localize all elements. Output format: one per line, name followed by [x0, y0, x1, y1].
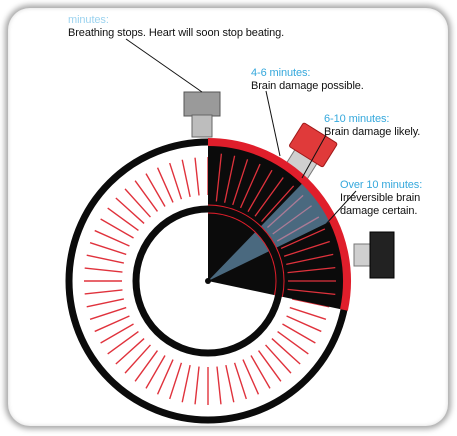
- caption-heading: Over 10 minutes:: [340, 179, 422, 192]
- caption-text: Irreversible brain: [340, 192, 422, 205]
- caption-heading: 6-10 minutes:: [324, 113, 420, 126]
- leader-line-0: [126, 39, 202, 92]
- stopwatch-crown-icon: [184, 92, 220, 137]
- caption-stage-2: 6-10 minutes: Brain damage likely.: [324, 113, 420, 139]
- leader-line-1: [266, 91, 280, 156]
- caption-text: damage certain.: [340, 205, 422, 218]
- caption-stage-0: minutes: Breathing stops. Heart will soo…: [68, 14, 284, 40]
- caption-text: Breathing stops. Heart will soon stop be…: [68, 27, 284, 40]
- caption-text: Brain damage possible.: [251, 80, 364, 93]
- stopwatch-side-button-icon: [354, 232, 394, 278]
- caption-stage-3: Over 10 minutes: Irreversible brain dama…: [340, 179, 422, 218]
- caption-heading: minutes:: [68, 14, 284, 27]
- caption-text: Brain damage likely.: [324, 126, 420, 139]
- caption-stage-1: 4-6 minutes: Brain damage possible.: [251, 67, 364, 93]
- infographic-frame: minutes: Breathing stops. Heart will soo…: [8, 8, 448, 426]
- caption-heading: 4-6 minutes:: [251, 67, 364, 80]
- center-pivot: [205, 278, 211, 284]
